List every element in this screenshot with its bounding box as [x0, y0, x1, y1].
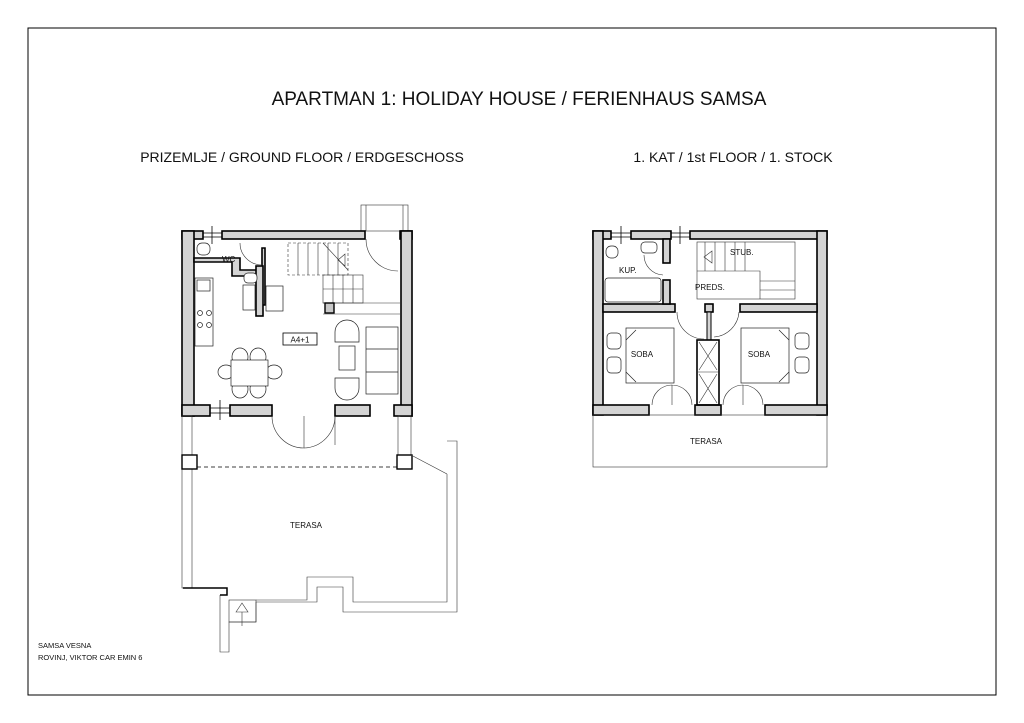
window	[210, 400, 230, 420]
stairs	[287, 242, 401, 315]
upper-terrace-label: TERASA	[690, 437, 723, 446]
wall	[221, 230, 366, 240]
hall-label: PREDS.	[695, 283, 725, 292]
wc-label: WC	[222, 255, 236, 264]
ground-terrace: TERASA	[181, 415, 458, 653]
window	[671, 226, 690, 244]
kitchen-counter	[194, 277, 214, 347]
sink-icon	[640, 241, 658, 254]
stairs	[696, 241, 796, 300]
wall	[255, 265, 264, 317]
stairs-label: STUB.	[730, 248, 754, 257]
toilet-icon	[605, 245, 619, 259]
wc-partition	[193, 247, 266, 306]
owner-name: SAMSA VESNA	[38, 641, 91, 650]
unit-label: A4+1	[291, 336, 310, 345]
column	[324, 302, 335, 314]
door-swings	[676, 311, 740, 340]
terrace-doors	[271, 415, 336, 449]
bed-left	[606, 327, 675, 384]
wall	[229, 404, 273, 417]
dining-table	[217, 347, 283, 399]
upper-terrace	[592, 414, 828, 468]
room-right-label: SOBA	[748, 350, 771, 359]
room-left-label: SOBA	[631, 350, 654, 359]
wall	[400, 230, 413, 417]
wall	[181, 230, 195, 417]
first-floor-plan: KUP. PREDS. STUB. SOBA SOBA TERASA	[592, 226, 828, 468]
unit-tag	[282, 332, 318, 346]
bed-right	[740, 327, 810, 384]
bath-label: KUP.	[619, 266, 637, 275]
window	[611, 226, 631, 244]
sheet-frame	[27, 27, 997, 696]
living-furniture	[334, 319, 399, 401]
balcony-doors	[651, 384, 764, 406]
wall	[393, 404, 413, 417]
ground-floor-plan: WC A4+1	[181, 204, 458, 653]
entry-door-swing	[365, 238, 399, 272]
door-swing	[239, 242, 263, 266]
wall	[181, 404, 211, 417]
closet	[265, 285, 284, 312]
wall	[334, 404, 371, 417]
door-swing	[643, 254, 664, 276]
ground-floor-heading: PRIZEMLJE / GROUND FLOOR / ERDGESCHOSS	[140, 149, 464, 165]
closet	[242, 284, 256, 311]
first-floor-heading: 1. KAT / 1st FLOOR / 1. STOCK	[633, 149, 833, 165]
window	[203, 226, 222, 244]
terrace-label: TERASA	[290, 521, 323, 530]
toilet-icon	[196, 242, 211, 256]
bathtub-icon	[604, 277, 662, 303]
sheet-title: APARTMAN 1: HOLIDAY HOUSE / FERIENHAUS S…	[272, 89, 767, 110]
owner-address: ROVINJ, VIKTOR CAR EMIN 6	[38, 653, 142, 662]
sink-icon	[243, 272, 258, 284]
entry-canopy	[360, 204, 409, 232]
